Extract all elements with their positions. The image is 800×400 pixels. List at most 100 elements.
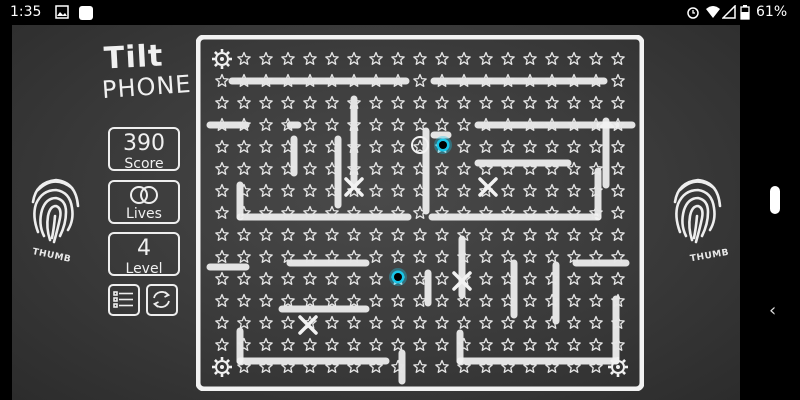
gear-tooth (226, 371, 230, 375)
star-icon (391, 359, 405, 373)
star-icon (413, 51, 427, 65)
star-icon (435, 271, 449, 285)
star-icon (523, 337, 537, 351)
star-icon (435, 51, 449, 65)
star-icon (413, 293, 427, 307)
star-icon (413, 183, 427, 197)
star-icon (347, 73, 361, 87)
star-icon (457, 139, 471, 153)
star-icon (545, 315, 559, 329)
star-icon (457, 117, 471, 131)
star-icon (523, 117, 537, 131)
star-icon (457, 337, 471, 351)
game-screen[interactable]: Tilt PHONE THUMB THUMB 390 Score (12, 25, 740, 400)
star-icon (391, 73, 405, 87)
star-icon (281, 293, 295, 307)
star-icon (237, 359, 251, 373)
star-icon (589, 95, 603, 109)
star-icon (369, 161, 383, 175)
star-icon (215, 161, 229, 175)
menu-button[interactable] (108, 284, 140, 316)
maze-board[interactable]: 100 (196, 35, 644, 391)
star-icon (457, 51, 471, 65)
star-icon (567, 293, 581, 307)
star-icon (457, 293, 471, 307)
maze-svg (196, 35, 644, 391)
star-icon (215, 117, 229, 131)
star-icon (215, 73, 229, 87)
star-icon (237, 139, 251, 153)
star-icon (479, 95, 493, 109)
star-icon (325, 73, 339, 87)
star-icon (611, 51, 625, 65)
star-icon (567, 183, 581, 197)
star-icon (215, 95, 229, 109)
star-icon (567, 337, 581, 351)
navigation-bar: ‹ (740, 25, 800, 400)
star-icon (589, 227, 603, 241)
star-icon (567, 139, 581, 153)
star-icon (347, 51, 361, 65)
right-fingerprint-icon[interactable] (666, 170, 726, 250)
star-icon (545, 337, 559, 351)
star-icon (369, 249, 383, 263)
star-icon (545, 139, 559, 153)
star-icon (347, 249, 361, 263)
star-icon (501, 117, 515, 131)
star-icon (347, 315, 361, 329)
score-label: Score (124, 156, 164, 172)
star-icon (523, 95, 537, 109)
star-icon (611, 249, 625, 263)
star-icon (237, 227, 251, 241)
star-icon (237, 337, 251, 351)
right-thumb-label: THUMB (689, 247, 730, 265)
star-icon (589, 205, 603, 219)
star-icon (259, 73, 273, 87)
star-icon (457, 161, 471, 175)
gear-tooth (214, 63, 218, 67)
star-icon (369, 117, 383, 131)
star-icon (237, 95, 251, 109)
star-icon (303, 183, 317, 197)
left-fingerprint-icon[interactable] (24, 170, 84, 250)
star-icon (391, 249, 405, 263)
back-arrow-icon[interactable]: ‹ (769, 300, 777, 321)
star-icon (501, 51, 515, 65)
star-icon (413, 315, 427, 329)
star-icon (501, 183, 515, 197)
star-icon (259, 337, 273, 351)
star-icon (501, 205, 515, 219)
star-icon (347, 95, 361, 109)
star-icon (589, 359, 603, 373)
star-icon (479, 205, 493, 219)
star-icon (325, 315, 339, 329)
star-icon (347, 117, 361, 131)
star-icon (281, 315, 295, 329)
star-icon (325, 51, 339, 65)
star-icon (501, 227, 515, 241)
gear-center (616, 365, 620, 369)
star-icon (413, 359, 427, 373)
star-icon (435, 359, 449, 373)
star-icon (325, 117, 339, 131)
star-icon (369, 51, 383, 65)
app-square-icon (79, 6, 93, 20)
star-icon (413, 161, 427, 175)
star-icon (567, 249, 581, 263)
star-icon (259, 249, 273, 263)
star-icon (479, 161, 493, 175)
list-icon (113, 291, 133, 308)
star-icon (523, 315, 537, 329)
handle-pill-icon[interactable] (770, 186, 780, 214)
star-icon (523, 139, 537, 153)
star-icon (567, 205, 581, 219)
star-icon (259, 271, 273, 285)
restart-button[interactable] (146, 284, 178, 316)
gear-tooth (226, 51, 230, 55)
star-icon (589, 337, 603, 351)
star-icon (589, 161, 603, 175)
star-icon (567, 227, 581, 241)
star-icon (369, 293, 383, 307)
gear-tooth (214, 371, 218, 375)
star-icon (567, 51, 581, 65)
